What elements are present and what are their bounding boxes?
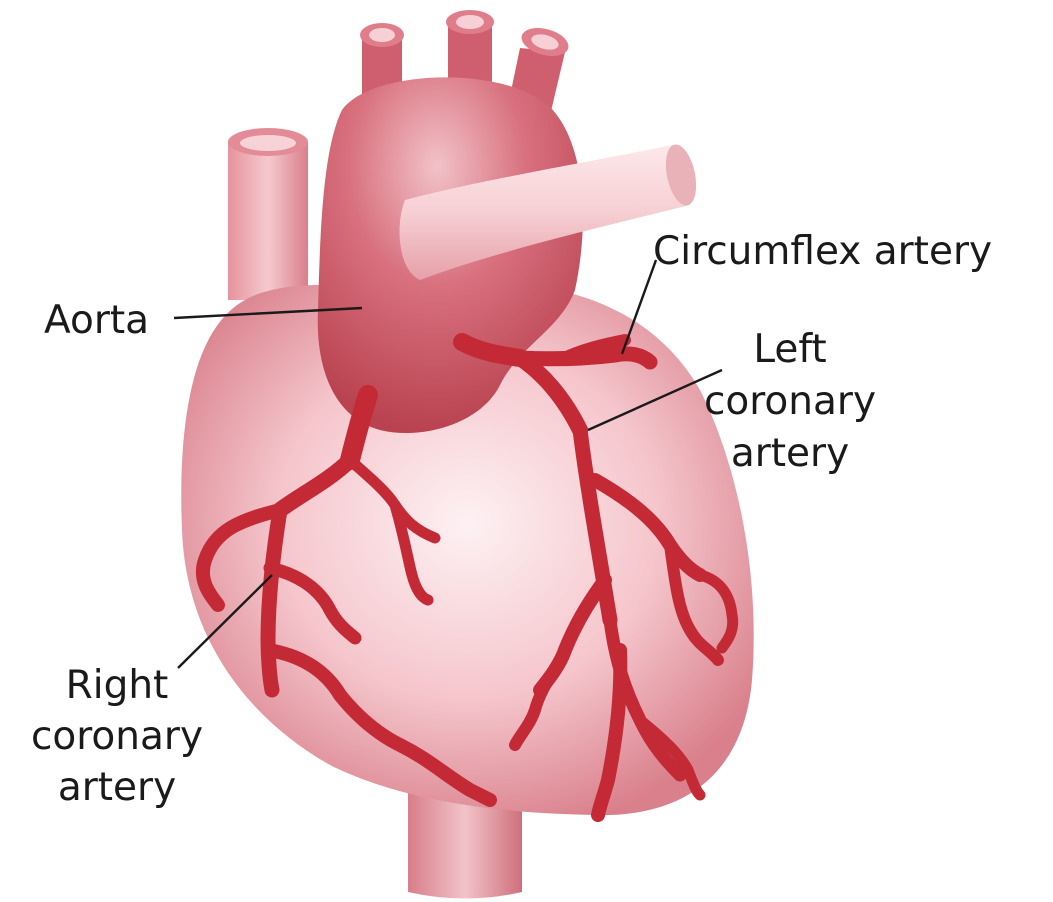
left-coronary-label: Left coronary artery [704, 327, 876, 476]
superior-vena-cava [228, 128, 308, 300]
circumflex-label: Circumflex artery [653, 229, 992, 274]
aorta-label: Aorta [44, 298, 149, 343]
left-coronary-label-line3: artery [731, 431, 849, 476]
right-coronary-label: Right coronary artery [31, 663, 203, 810]
right-coronary-label-line3: artery [58, 765, 176, 810]
right-coronary-label-line1: Right [66, 663, 169, 708]
left-coronary-label-line1: Left [753, 327, 826, 372]
left-coronary-label-line2: coronary [704, 379, 876, 424]
right-coronary-label-line2: coronary [31, 714, 203, 759]
